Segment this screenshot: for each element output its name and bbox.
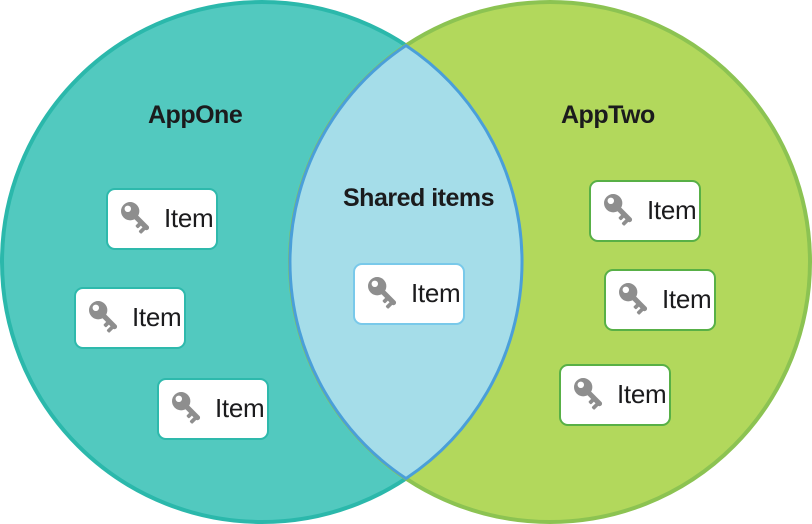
item-card: Item — [106, 188, 218, 250]
item-label: Item — [411, 278, 461, 308]
item-label: Item — [617, 379, 667, 409]
item-card: Item — [157, 378, 269, 440]
shared-items-label: Shared items — [343, 184, 495, 212]
apptwo-label: AppTwo — [561, 101, 655, 129]
shared-item-card: Item — [353, 263, 465, 325]
key-icon — [572, 376, 610, 414]
item-card: Item — [559, 364, 671, 426]
key-icon — [119, 200, 157, 238]
item-label: Item — [164, 203, 214, 233]
item-card: Item — [604, 269, 716, 331]
item-label: Item — [132, 302, 182, 332]
key-icon — [366, 275, 404, 313]
key-icon — [617, 281, 655, 319]
key-icon — [602, 192, 640, 230]
item-card: Item — [74, 287, 186, 349]
key-icon — [87, 299, 125, 337]
intersection-lens — [288, 43, 524, 481]
item-card: Item — [589, 180, 701, 242]
item-label: Item — [647, 195, 697, 225]
item-label: Item — [215, 393, 265, 423]
key-icon — [170, 390, 208, 428]
item-label: Item — [662, 284, 712, 314]
appone-label: AppOne — [148, 101, 243, 129]
